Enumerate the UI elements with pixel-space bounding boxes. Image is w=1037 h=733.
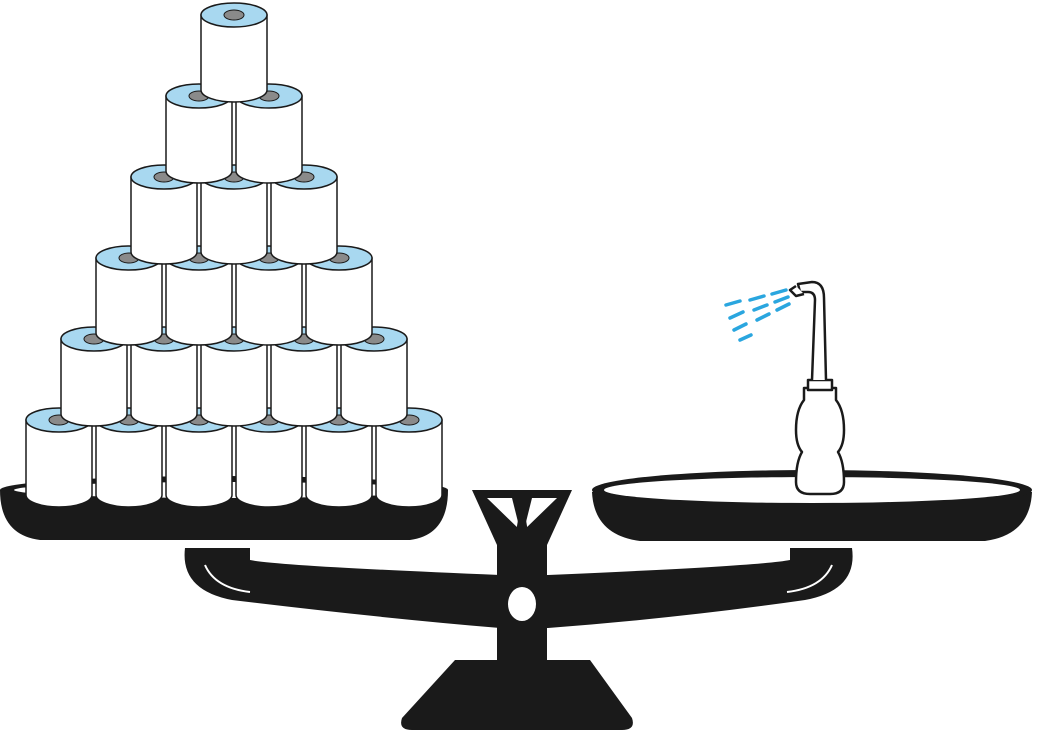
pivot-hole xyxy=(508,587,536,621)
scale-post xyxy=(472,490,572,665)
toilet-paper-roll xyxy=(375,407,443,508)
toilet-paper-roll xyxy=(200,2,268,103)
toilet-paper-roll xyxy=(305,245,373,346)
scale-pointer xyxy=(516,496,528,532)
bidet-sprayer-bottle xyxy=(788,280,846,496)
toilet-paper-pyramid xyxy=(25,2,443,508)
scale-base xyxy=(401,660,633,730)
spray-droplets xyxy=(724,288,791,342)
